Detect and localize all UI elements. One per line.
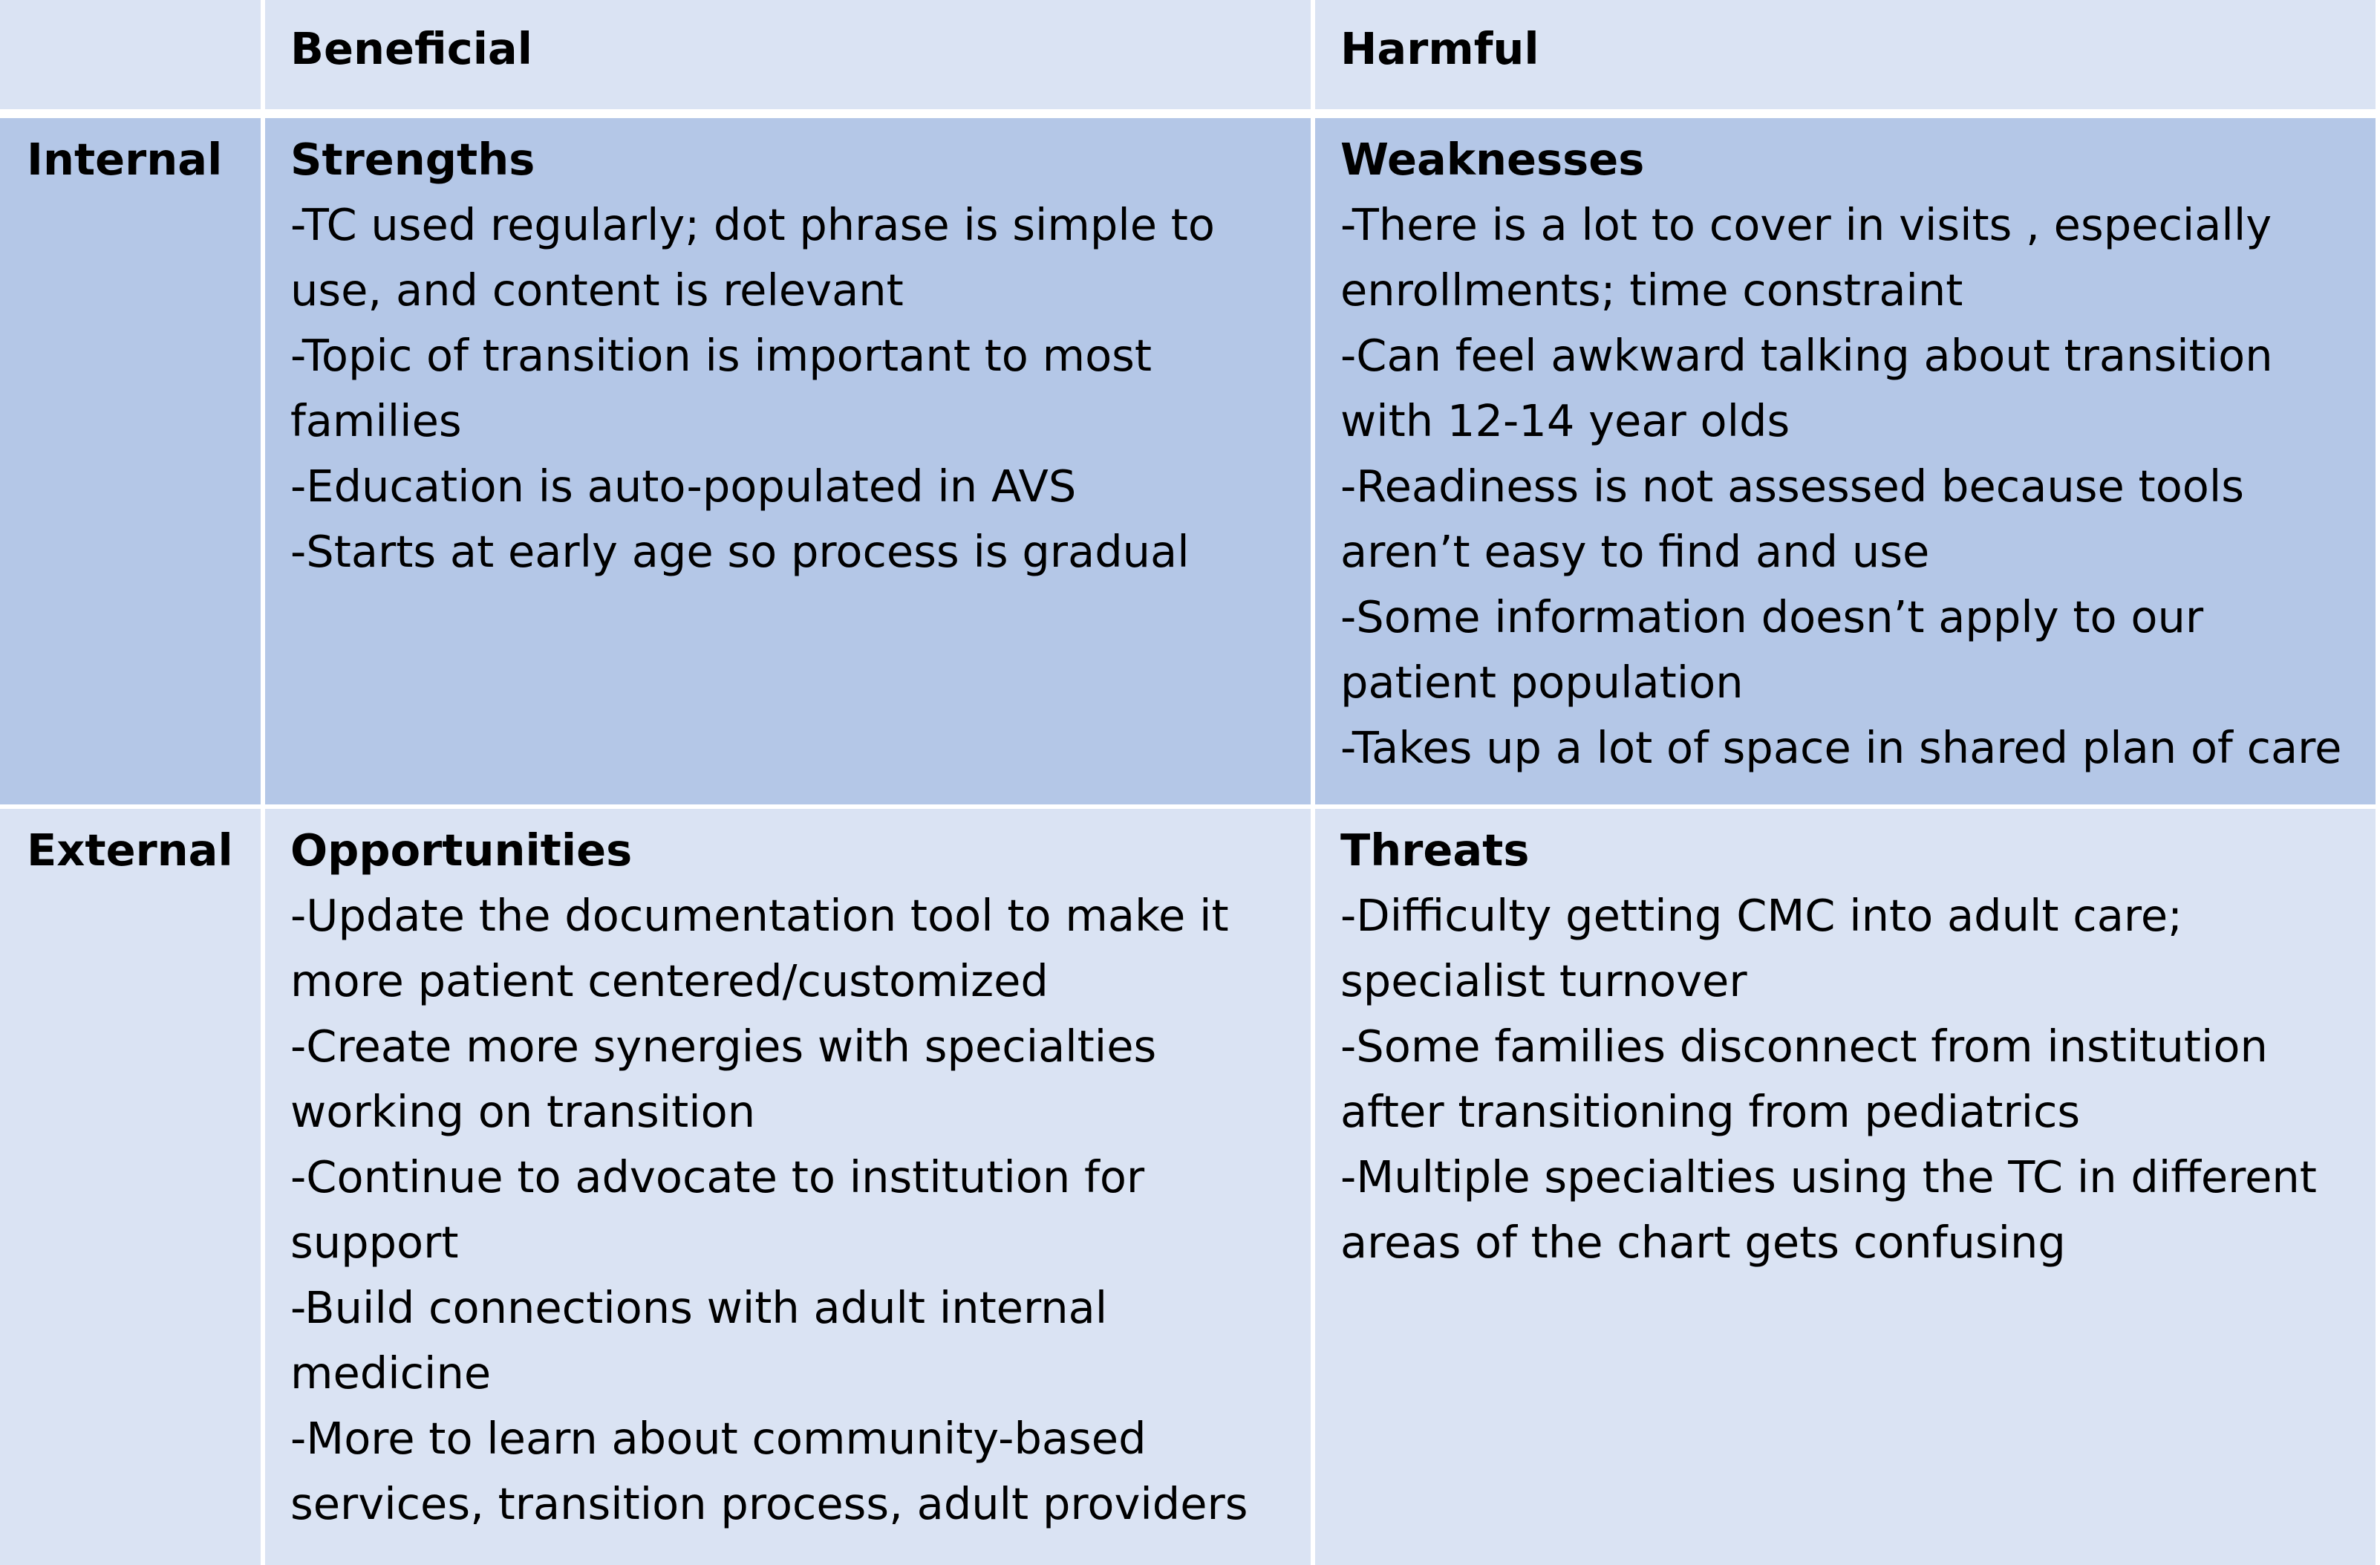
list-item: -Readiness is not assessed because tools… [1340,461,2245,577]
row-label-external-cell: External [0,804,261,1565]
list-item: -Education is auto-populated in AVS [290,461,1077,512]
list-item: -Create more synergies with specialties … [290,1021,1157,1137]
row-header-external: External [27,824,233,876]
opportunities-quadrant: Opportunities -Update the documentation … [261,804,1311,1565]
list-item: -Can feel awkward talking about transiti… [1340,330,2273,446]
strengths-list: -TC used regularly; dot phrase is simple… [290,192,1288,585]
list-item: -Takes up a lot of space in shared plan … [1340,722,2342,773]
weaknesses-title: Weaknesses [1340,134,1645,185]
header-beneficial-cell: Beneficial [261,0,1311,118]
list-item: -Difficulty getting CMC into adult care;… [1340,890,2183,1006]
weaknesses-quadrant: Weaknesses -There is a lot to cover in v… [1311,118,2380,804]
list-item: -Some families disconnect from instituti… [1340,1021,2268,1137]
header-corner-cell [0,0,261,118]
list-item: -Build connections with adult internal m… [290,1282,1108,1399]
column-header-harmful: Harmful [1340,23,1539,74]
opportunities-title: Opportunities [290,824,633,876]
threats-quadrant: Threats -Difficulty getting CMC into adu… [1311,804,2380,1565]
strengths-title: Strengths [290,134,535,185]
list-item: -Starts at early age so process is gradu… [290,526,1190,577]
threats-list: -Difficulty getting CMC into adult care;… [1340,883,2353,1275]
list-item: -Continue to advocate to institution for… [290,1151,1145,1268]
list-item: -Topic of transition is important to mos… [290,330,1152,446]
list-item: -There is a lot to cover in visits , esp… [1340,199,2272,316]
strengths-quadrant: Strengths -TC used regularly; dot phrase… [261,118,1311,804]
weaknesses-list: -There is a lot to cover in visits , esp… [1340,192,2353,781]
list-item: -More to learn about community-based ser… [290,1413,1248,1529]
list-item: -Update the documentation tool to make i… [290,890,1229,1006]
column-header-beneficial: Beneficial [290,23,532,74]
opportunities-list: -Update the documentation tool to make i… [290,883,1288,1537]
list-item: -Multiple specialties using the TC in di… [1340,1151,2317,1268]
row-header-internal: Internal [27,134,223,185]
row-label-internal-cell: Internal [0,118,261,804]
list-item: -Some information doesn’t apply to our p… [1340,591,2204,708]
list-item: -TC used regularly; dot phrase is simple… [290,199,1215,316]
threats-title: Threats [1340,824,1530,876]
header-harmful-cell: Harmful [1311,0,2380,118]
